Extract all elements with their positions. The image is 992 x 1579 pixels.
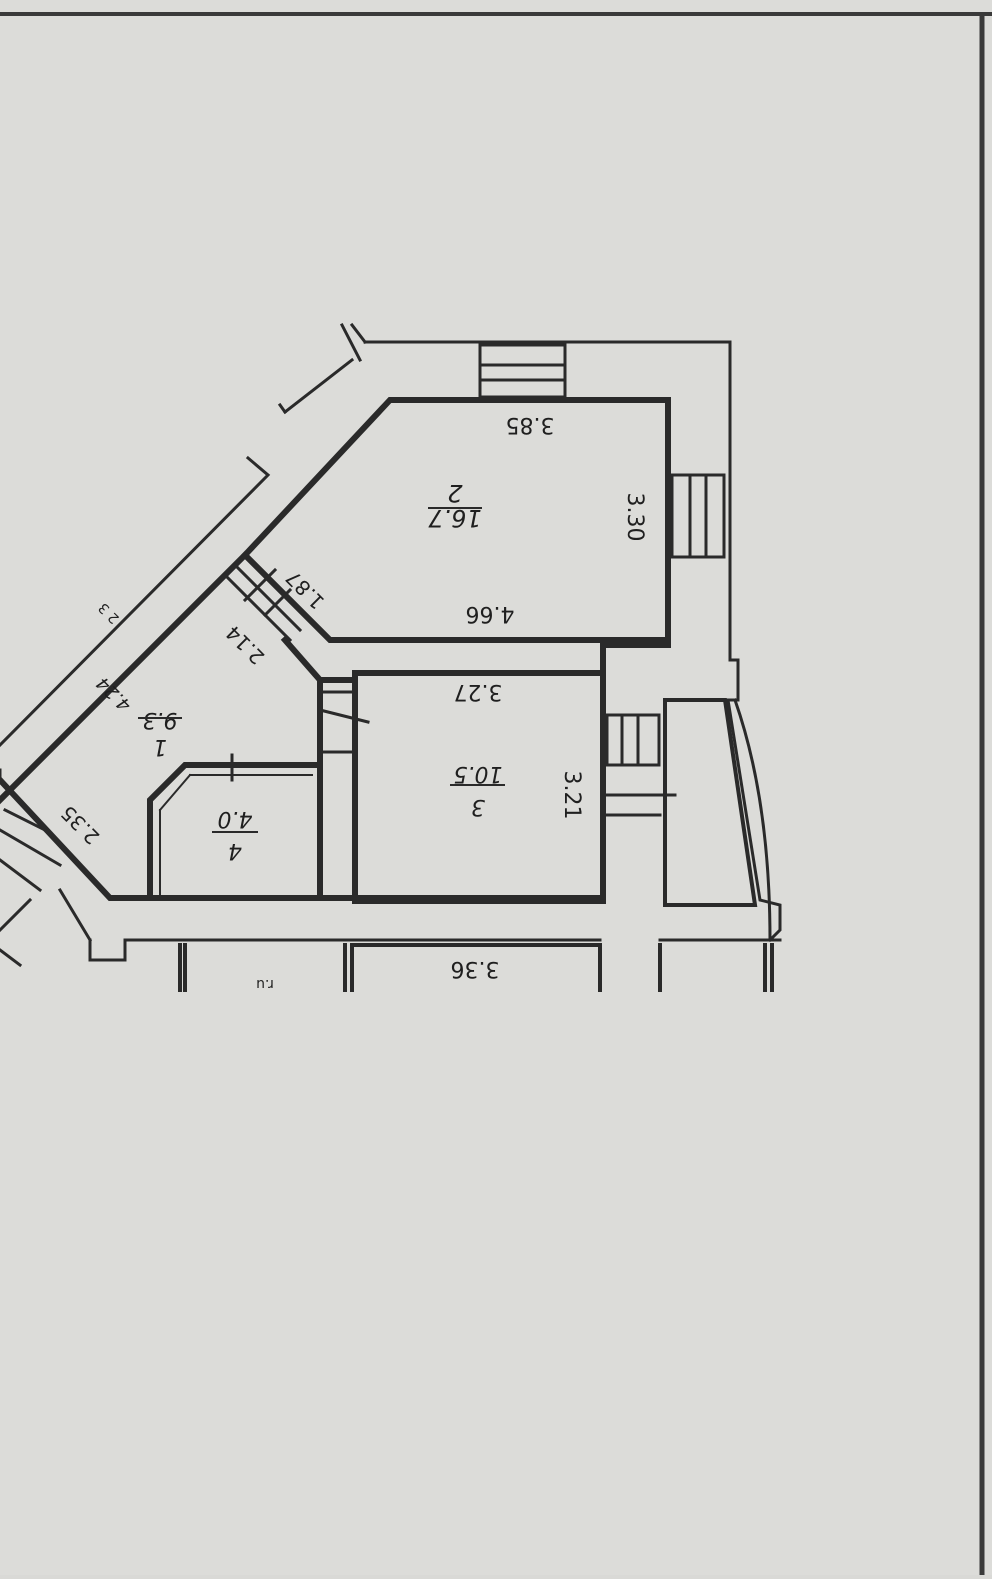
- room-3-label: 10.5 3: [450, 761, 505, 819]
- room-1-label: 9.3 1: [138, 707, 182, 759]
- dim-room3-side: 3.21: [559, 771, 584, 820]
- dim-room2-side: 3.30: [622, 493, 647, 542]
- room-3-number: 3: [471, 794, 485, 819]
- room-3-area: 10.5: [454, 761, 503, 786]
- room-4-label: 4.0 4: [212, 806, 258, 863]
- dim-room2-top: 3.85: [506, 412, 555, 437]
- entrance-door: [0, 807, 63, 968]
- loggia: [663, 698, 772, 942]
- dim-outer-bottom-mark: r.u: [256, 976, 274, 992]
- dim-room3-top: 3.27: [454, 679, 503, 704]
- door-room-3: [318, 690, 370, 754]
- room-1-number: 1: [153, 734, 167, 759]
- room-2-number: 2: [447, 479, 462, 507]
- room-1-area: 9.3: [143, 707, 178, 732]
- room-2-label: 16.7 2: [428, 479, 482, 532]
- dim-room2-bottom: 4.66: [466, 601, 515, 626]
- interior-walls: [0, 550, 671, 901]
- balcony-door: [605, 713, 677, 817]
- outer-walls: [0, 322, 782, 962]
- balcony-edge: [178, 943, 774, 992]
- door-room-2: [222, 562, 303, 643]
- window-right: [670, 473, 726, 559]
- room-4-area: 4.0: [218, 806, 253, 831]
- room-4-number: 4: [228, 838, 242, 863]
- window-top: [478, 343, 567, 399]
- dim-outer-bottom: 3.36: [451, 956, 500, 981]
- room-2-walls: [240, 397, 671, 643]
